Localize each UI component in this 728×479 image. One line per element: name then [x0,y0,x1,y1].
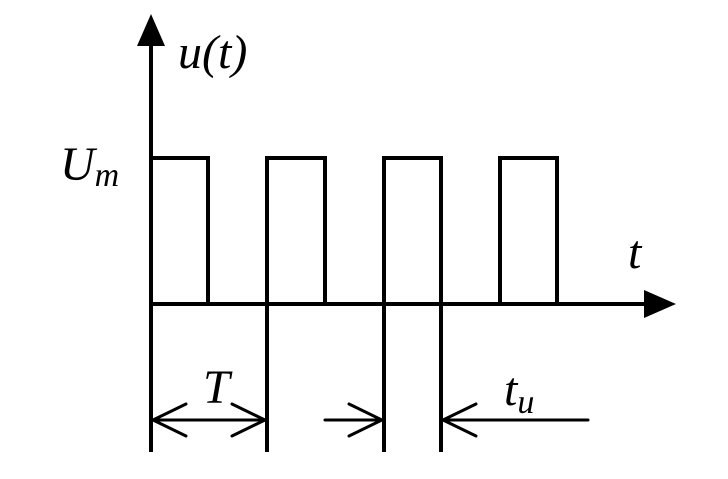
pulse-width-label-main: t [504,363,519,416]
x-axis-arrowhead [644,290,676,318]
amplitude-label-main: U [60,138,98,191]
x-axis-label: t [628,226,643,279]
y-axis-arrowhead [137,14,165,46]
period-label: T [203,361,233,414]
period-dimension [149,402,269,438]
y-axis-label: u(t) [178,26,247,79]
amplitude-label-subscript: m [95,157,120,194]
amplitude-label: Um [60,138,119,194]
pulse-width-label: tu [504,363,534,421]
pulse-width-label-subscript: u [517,384,534,421]
pulse-width-dimension [323,402,590,438]
pulse-waveform [149,156,559,306]
